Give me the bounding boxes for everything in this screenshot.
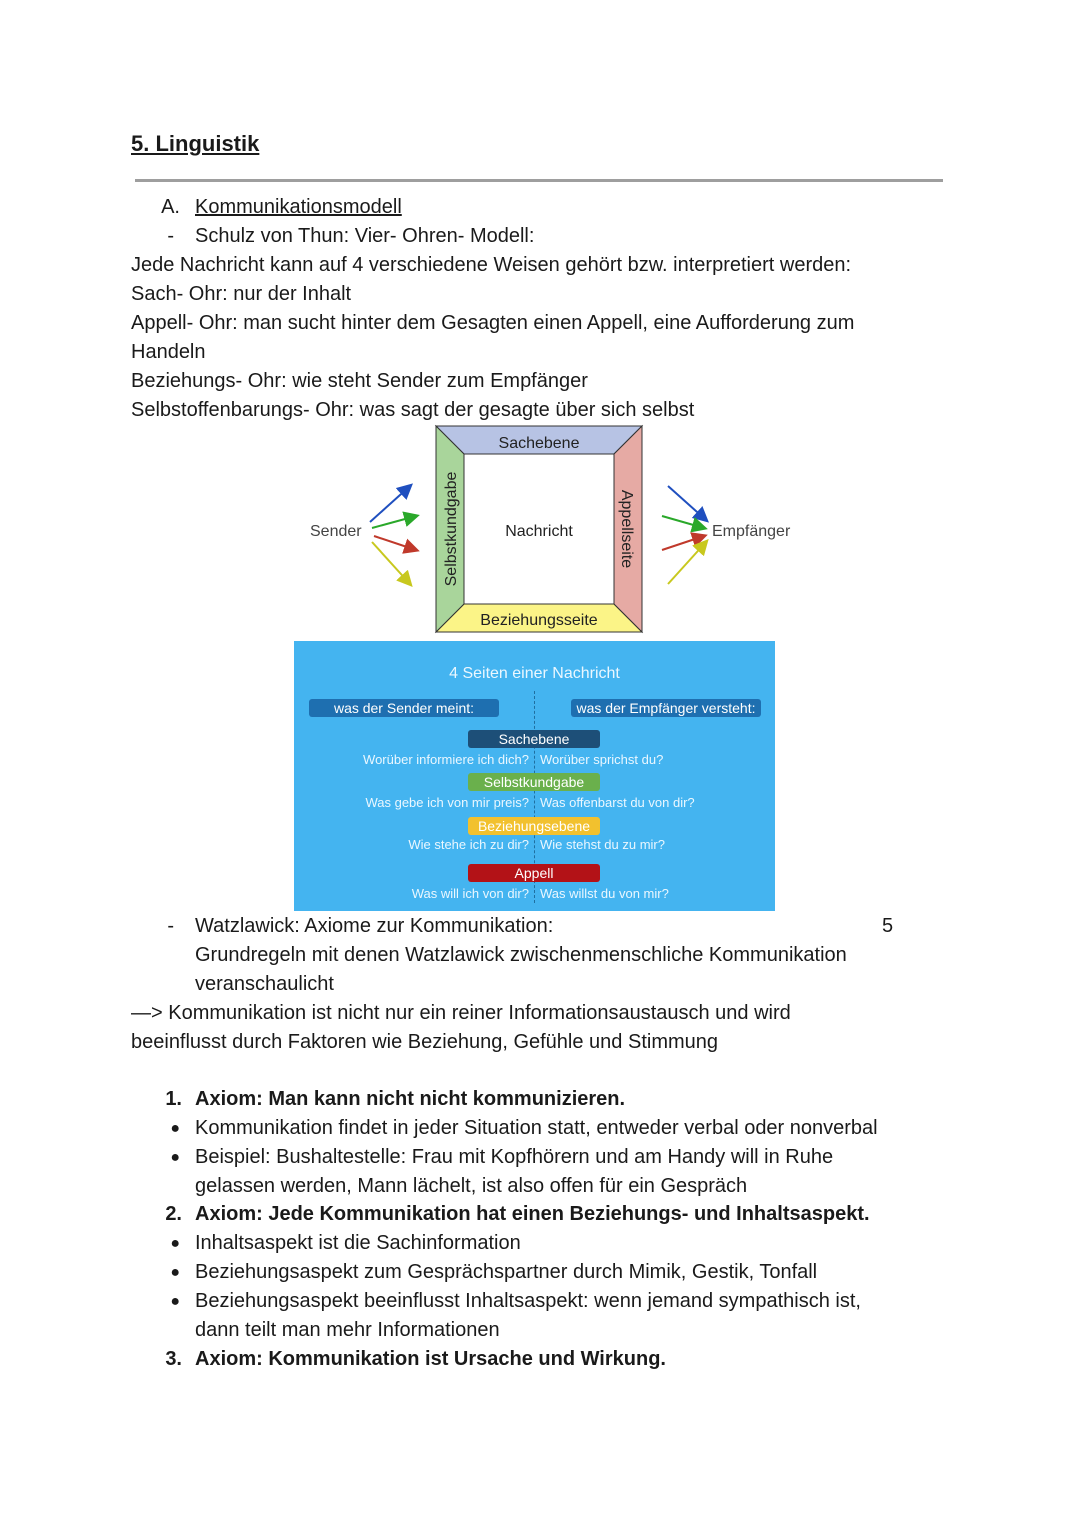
sender-header: was der Sender meint:: [309, 699, 499, 717]
four-sides-card: 4 Seiten einer Nachricht was der Sender …: [294, 641, 775, 911]
nachricht-box: [463, 453, 615, 605]
body-line: Handeln: [131, 341, 206, 363]
body-line: veranschaulicht: [195, 973, 334, 995]
row-label: Appell: [468, 864, 600, 882]
row-question-right: Was offenbarst du von dir?: [540, 795, 695, 810]
watzlawick-title: Watzlawick: Axiome zur Kommunikation:: [195, 915, 554, 937]
arrow-red: [661, 532, 708, 551]
axiom-number: 1.: [165, 1088, 182, 1110]
section-marker: A.: [161, 196, 180, 218]
conclusion-line: beeinflusst durch Faktoren wie Beziehung…: [131, 1031, 719, 1053]
right-label: Appellseite: [618, 490, 635, 568]
bullet-text: Beispiel: Bushaltestelle: Frau mit Kopfh…: [195, 1146, 834, 1168]
card-title: 4 Seiten einer Nachricht: [449, 665, 620, 682]
left-label: Selbstkundgabe: [443, 472, 460, 587]
row-question-left: Was will ich von dir?: [411, 886, 529, 901]
bullet-icon: ●: [170, 1149, 180, 1166]
axiom-number: 3.: [165, 1348, 182, 1370]
bullet-icon: ●: [170, 1293, 180, 1310]
receiver-header: was der Empfänger versteht:: [571, 699, 761, 717]
page-title: 5. Linguistik: [131, 131, 260, 156]
row-question-left: Wie stehe ich zu dir?: [408, 837, 529, 852]
arrow-blue: [369, 483, 413, 523]
row-label: Selbstkundgabe: [468, 773, 600, 791]
body-line: Selbstoffenbarungs- Ohr: was sagt der ge…: [131, 399, 695, 421]
center-divider: [534, 691, 535, 903]
body-line: Beziehungs- Ohr: wie steht Sender zum Em…: [131, 370, 588, 392]
row-question-left: Worüber informiere ich dich?: [363, 752, 529, 767]
bullet-text: Kommunikation findet in jeder Situation …: [195, 1117, 878, 1139]
arrow-yellow: [667, 539, 709, 585]
bullet-text: Inhaltsaspekt ist die Sachinformation: [195, 1232, 521, 1254]
top-label: Sachebene: [499, 435, 580, 452]
arrow-green: [371, 511, 420, 529]
conclusion-line: —> Kommunikation ist nicht nur ein reine…: [131, 1002, 791, 1024]
sender-label: Sender: [310, 523, 362, 540]
axiom-count: 5: [882, 915, 894, 937]
bullet-text: Beziehungsaspekt beeinflusst Inhaltsaspe…: [195, 1290, 861, 1312]
four-ears-diagram: Sachebene Beziehungsseite Selbstkundgabe…: [310, 424, 791, 634]
divider: [135, 179, 943, 182]
axiom-number: 2.: [165, 1203, 182, 1225]
row-question-right: Was willst du von mir?: [540, 886, 669, 901]
row-question-left: Was gebe ich von mir preis?: [365, 795, 529, 810]
list-dash: -: [167, 915, 174, 937]
bullet-text: Beziehungsaspekt zum Gesprächspartner du…: [195, 1261, 818, 1283]
row-question-right: Wie stehst du zu mir?: [540, 837, 665, 852]
bullet-icon: ●: [170, 1120, 180, 1137]
arrow-blue: [667, 485, 709, 523]
body-line: Sach- Ohr: nur der Inhalt: [131, 283, 352, 305]
arrow-yellow: [371, 541, 413, 587]
bullet-icon: ●: [170, 1235, 180, 1252]
axiom-heading: Axiom: Kommunikation ist Ursache und Wir…: [195, 1348, 666, 1370]
row-label: Sachebene: [468, 730, 600, 748]
row-question-right: Worüber sprichst du?: [540, 752, 664, 767]
arrow-red: [373, 535, 420, 554]
list-dash: -: [167, 225, 174, 247]
body-line: Appell- Ohr: man sucht hinter dem Gesagt…: [131, 312, 855, 334]
row-label: Beziehungsebene: [468, 817, 600, 835]
body-line: Jede Nachricht kann auf 4 verschiedene W…: [131, 254, 852, 276]
receiver-label: Empfänger: [712, 523, 791, 540]
center-label: Nachricht: [505, 523, 573, 540]
bullet-icon: ●: [170, 1264, 180, 1281]
axiom-heading: Axiom: Jede Kommunikation hat einen Bezi…: [195, 1203, 870, 1225]
schulz-title: Schulz von Thun: Vier- Ohren- Modell:: [195, 225, 535, 247]
axiom-heading: Axiom: Man kann nicht nicht kommuniziere…: [195, 1088, 626, 1110]
bullet-text: dann teilt man mehr Informationen: [195, 1319, 500, 1341]
section-heading: Kommunikationsmodell: [195, 196, 402, 218]
bullet-text: gelassen werden, Mann lächelt, ist also …: [195, 1175, 748, 1197]
arrow-green: [661, 515, 708, 533]
bottom-label: Beziehungsseite: [480, 612, 598, 629]
body-line: Grundregeln mit denen Watzlawick zwische…: [195, 944, 847, 966]
